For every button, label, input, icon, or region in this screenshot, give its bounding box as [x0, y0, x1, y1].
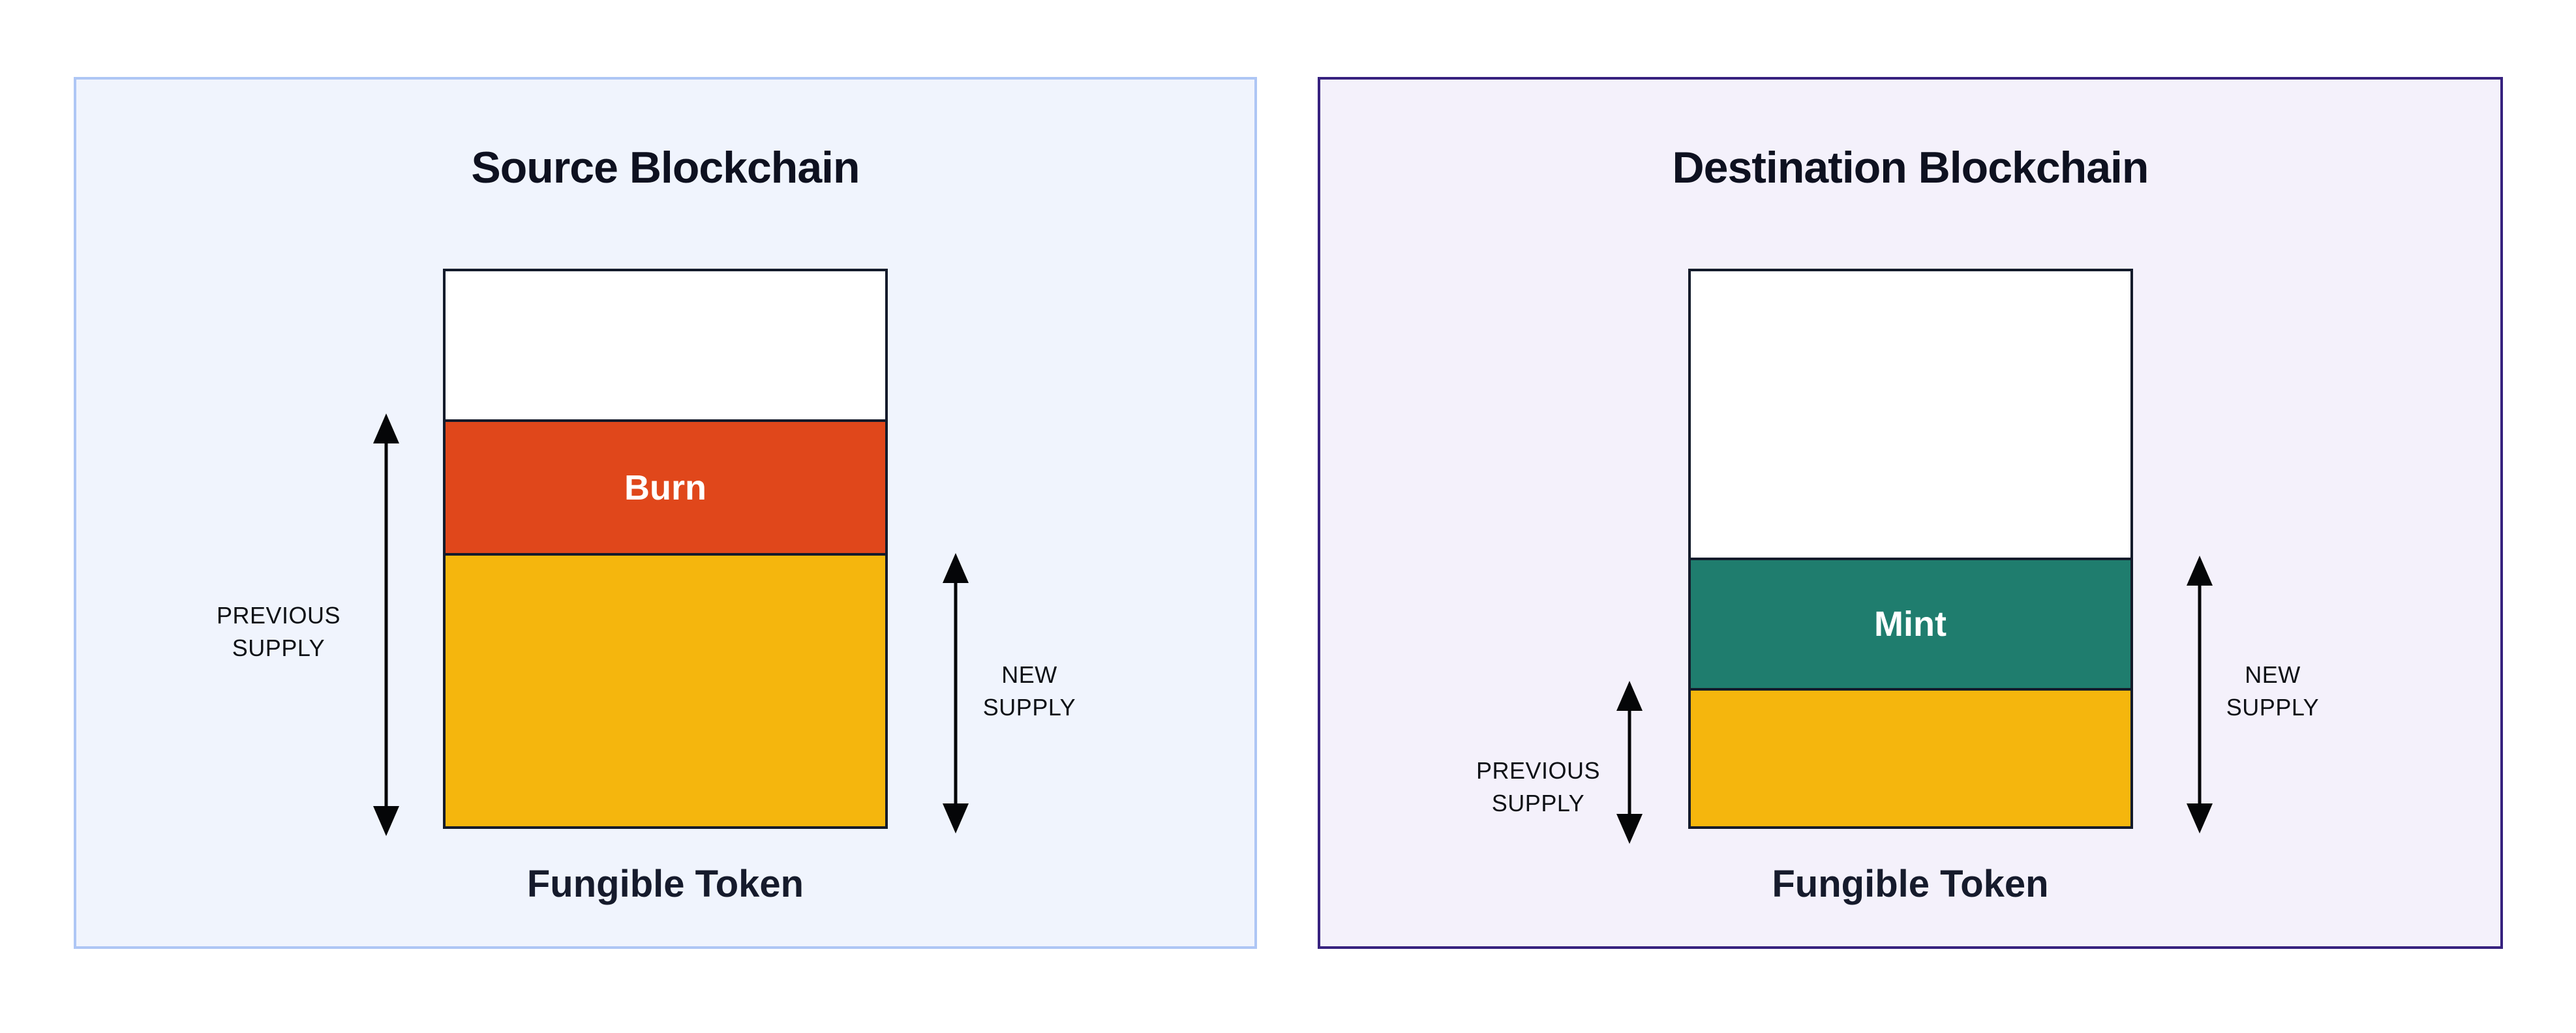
label-line: SUPPLY — [1491, 790, 1585, 817]
new-supply-label: NEW SUPPLY — [2172, 659, 2374, 725]
new-supply-arrow — [943, 553, 969, 833]
destination-blockchain-panel: Destination Blockchain Mint PREVIOUS SUP… — [1318, 77, 2503, 949]
previous-supply-arrow — [1616, 681, 1643, 844]
bar-section-empty — [446, 271, 885, 423]
label-line: NEW — [2245, 661, 2301, 688]
source-blockchain-panel: Source Blockchain Burn PREVIOUS SUPPLY N… — [74, 77, 1257, 949]
arrow-shaft — [954, 578, 958, 809]
arrow-shaft — [2198, 580, 2202, 809]
label-line: SUPPLY — [2226, 694, 2320, 721]
arrow-shaft — [1628, 706, 1631, 819]
label-line: SUPPLY — [232, 635, 326, 662]
mint-label: Mint — [1874, 604, 1947, 644]
token-caption: Fungible Token — [526, 863, 804, 905]
bar-section-empty — [1690, 271, 2130, 560]
new-supply-label: NEW SUPPLY — [932, 659, 1127, 725]
panel-title: Source Blockchain — [471, 143, 860, 192]
panel-title: Destination Blockchain — [1672, 143, 2149, 192]
bar-section-burn: Burn — [446, 422, 885, 556]
bar-section-token-supply — [446, 555, 885, 826]
bar-section-token-supply — [1690, 691, 2130, 826]
arrowhead-down-icon — [373, 806, 399, 836]
token-caption: Fungible Token — [1772, 863, 2049, 905]
arrowhead-down-icon — [2187, 803, 2213, 833]
arrowhead-down-icon — [1616, 814, 1643, 844]
previous-supply-arrow — [373, 413, 399, 836]
burn-label: Burn — [624, 468, 706, 507]
label-line: SUPPLY — [982, 694, 1076, 721]
bar-section-mint: Mint — [1690, 560, 2130, 691]
token-supply-bar: Burn — [443, 269, 888, 829]
previous-supply-label: PREVIOUS SUPPLY — [1421, 755, 1656, 820]
previous-supply-label: PREVIOUS SUPPLY — [161, 599, 396, 665]
label-line: NEW — [1001, 661, 1057, 688]
label-line: PREVIOUS — [216, 602, 341, 629]
label-line: PREVIOUS — [1476, 757, 1601, 784]
token-supply-bar: Mint — [1688, 269, 2133, 829]
arrow-shaft — [384, 438, 388, 811]
new-supply-arrow — [2187, 556, 2213, 833]
arrowhead-down-icon — [943, 803, 969, 833]
